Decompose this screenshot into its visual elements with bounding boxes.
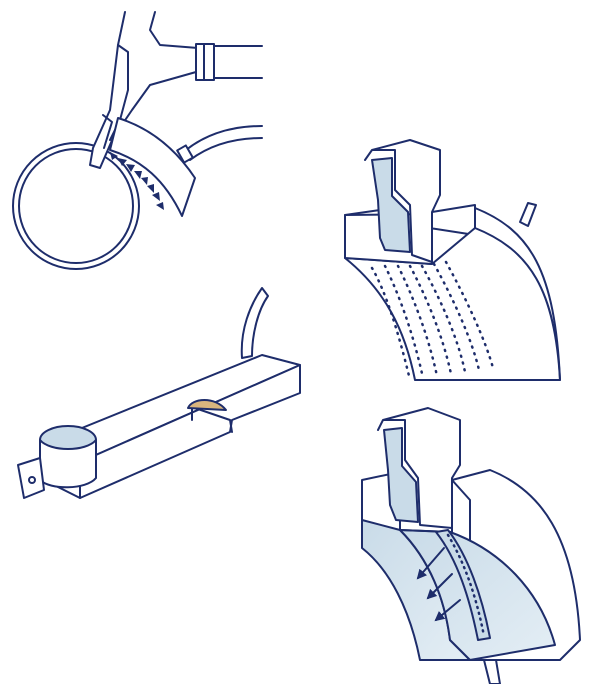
pipe-ring-outer: [12, 142, 140, 270]
die-dots: [370, 260, 495, 382]
die-block: [109, 117, 196, 217]
pipe-ring-inner: [18, 148, 134, 264]
tool-arm-edge-2: [102, 114, 113, 149]
hose: [185, 125, 263, 151]
hose-clamp: [176, 144, 194, 164]
die-teeth: [110, 152, 164, 210]
hose-2: [189, 137, 263, 161]
section-clamp-channel: [383, 427, 419, 523]
flow-arrows: [416, 547, 461, 622]
flow-arrow-1: [416, 547, 445, 580]
die-clamp-outer: [364, 139, 441, 263]
tool-rod: [203, 43, 263, 81]
die-clamp-channel: [371, 157, 411, 253]
section-clamp: [377, 407, 461, 529]
die-cross-section: [361, 407, 581, 684]
die-side: [474, 207, 561, 381]
bar-tube: [240, 287, 269, 359]
curved-die-block: [344, 139, 561, 382]
bar-tan-pocket: [187, 399, 227, 411]
flat-bar-fixture: [17, 287, 301, 499]
section-bottom-stub: [483, 659, 501, 684]
flow-arrow-2: [426, 573, 453, 600]
die-pin: [519, 202, 537, 227]
pipe-bending-tool: [12, 11, 263, 270]
section-tube: [435, 529, 491, 641]
bar-cup-body: [39, 439, 97, 489]
section-tube-dots: [446, 533, 486, 638]
bar-tab-hole: [28, 476, 36, 484]
flow-arrow-3: [434, 599, 461, 622]
